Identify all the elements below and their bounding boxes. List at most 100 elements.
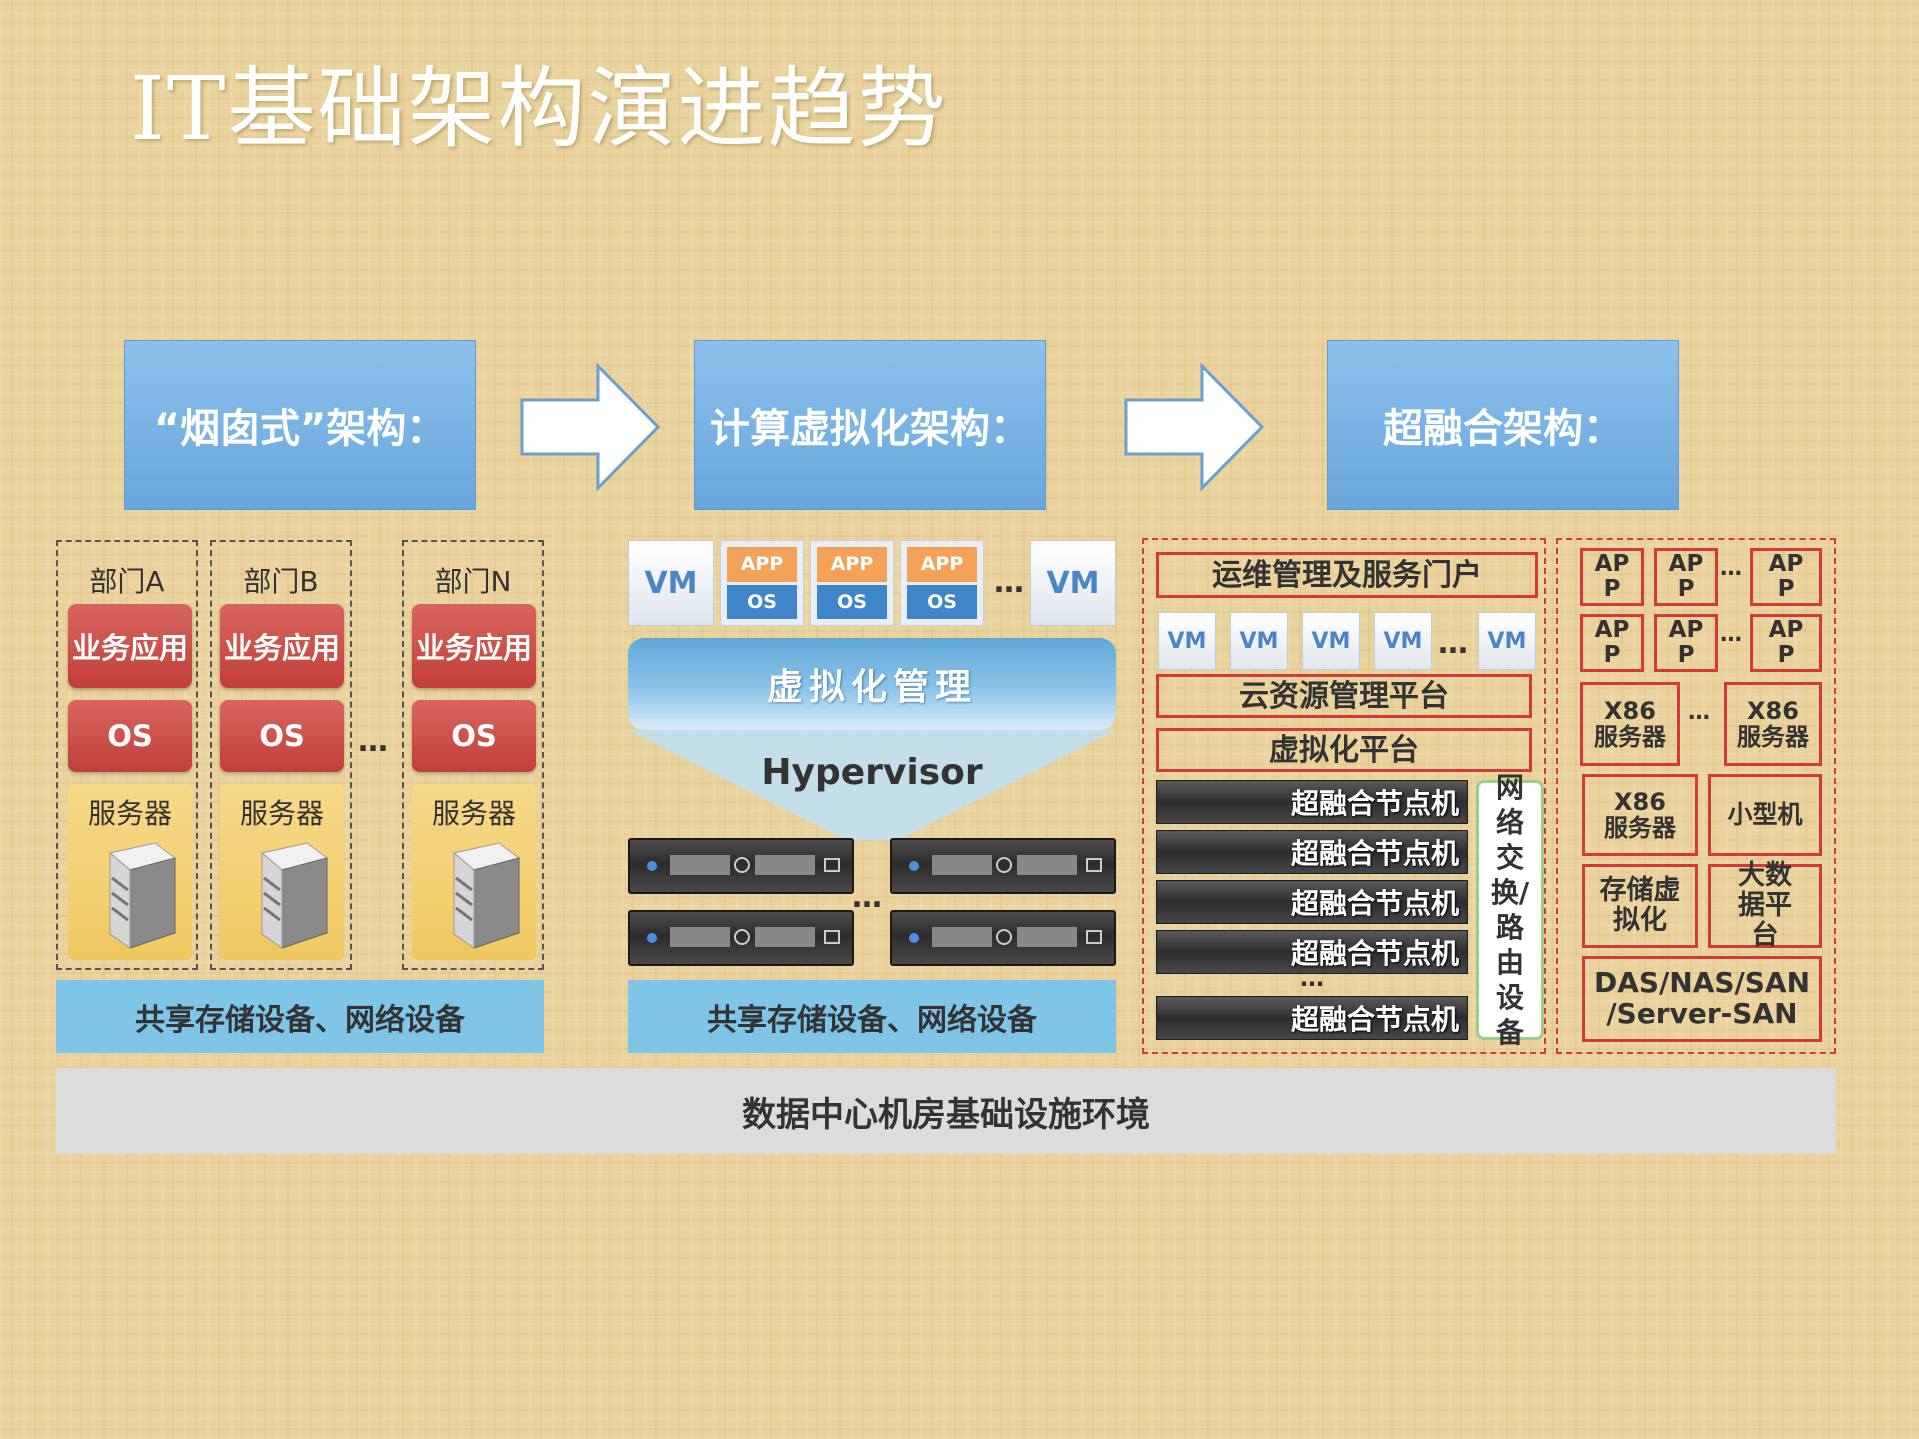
vm-box: VM — [1302, 612, 1360, 670]
server-box: 服务器 — [412, 784, 536, 960]
app-label: APP — [907, 547, 977, 582]
department-label: 部门B — [243, 565, 319, 598]
app-label-bottom: P — [1677, 576, 1695, 602]
hyperconverged-header: 超融合架构： — [1327, 340, 1679, 510]
os-label: OS — [727, 584, 797, 619]
ellipsis: … — [1720, 556, 1743, 581]
hyperconverged-node: 超融合节点机 — [1156, 996, 1468, 1040]
bigdata-platform-box: 大数据平台 — [1708, 861, 1822, 950]
rack-server — [890, 910, 1116, 966]
x86-label: X86 — [1747, 696, 1799, 725]
storage-protocol-box: DAS/NAS/SAN/Server-SAN — [1582, 956, 1822, 1042]
app-label-top: AP — [1768, 616, 1804, 643]
app-os-box: APP OS — [720, 540, 804, 626]
app-label: APP — [817, 547, 887, 582]
rack-server — [890, 838, 1116, 894]
hyperconverged-node: 超融合节点机 — [1156, 930, 1468, 974]
compute-virtualization-header: 计算虚拟化架构： — [694, 340, 1046, 510]
app-label-top: AP — [1594, 550, 1630, 577]
virtualization-platform: 虚拟化平台 — [1156, 728, 1532, 772]
app-label-top: AP — [1594, 616, 1630, 643]
hyperconverged-node: 超融合节点机 — [1156, 780, 1468, 824]
app-label-top: AP — [1768, 550, 1804, 577]
vm-box: VM — [1230, 612, 1288, 670]
app-label-bottom: P — [1777, 642, 1795, 668]
rack-server — [628, 910, 854, 966]
business-app-box: 业务应用 — [220, 604, 344, 688]
ellipsis: … — [1300, 964, 1325, 992]
ellipsis: … — [852, 880, 883, 915]
server-icon — [452, 842, 521, 949]
app-label-bottom: P — [1677, 642, 1695, 668]
vm-box: VM — [628, 540, 714, 626]
department-group — [210, 540, 352, 970]
ellipsis: … — [358, 724, 389, 759]
app-os-box: APP OS — [810, 540, 894, 626]
os-label: OS — [907, 584, 977, 619]
server-label: 服务器 — [87, 797, 172, 830]
chimney-architecture-header: “烟囱式”架构： — [124, 340, 476, 510]
server-icon — [108, 842, 177, 949]
shared-storage-network-bar: 共享存储设备、网络设备 — [56, 980, 544, 1053]
department-label: 部门A — [89, 565, 165, 598]
os-label: OS — [817, 584, 887, 619]
department-group — [402, 540, 544, 970]
right-arrow-icon — [1124, 362, 1266, 492]
storage-protocol-line: /Server-SAN — [1606, 997, 1798, 1030]
ops-service-portal: 运维管理及服务门户 — [1156, 552, 1538, 598]
ellipsis: … — [1688, 700, 1711, 725]
app-label: APP — [727, 547, 797, 582]
ellipsis: … — [994, 565, 1025, 600]
server-box: 服务器 — [220, 784, 344, 960]
minicomputer-box: 小型机 — [1708, 774, 1822, 856]
vm-box: VM — [1374, 612, 1432, 670]
virtualization-management-bar: 虚拟化管理 — [628, 638, 1116, 730]
app-label-bottom: P — [1777, 576, 1795, 602]
hyperconverged-node: 超融合节点机 — [1156, 880, 1468, 924]
cloud-resource-platform: 云资源管理平台 — [1156, 674, 1532, 718]
storage-virtualization-box: 存储虚拟化 — [1582, 864, 1698, 948]
app-os-box: APP OS — [900, 540, 984, 626]
shared-storage-network-bar: 共享存储设备、网络设备 — [628, 980, 1116, 1053]
server-label: 服务器 — [1594, 723, 1666, 751]
datacenter-infrastructure-bar: 数据中心机房基础设施环境 — [56, 1068, 1836, 1154]
os-box: OS — [220, 700, 344, 772]
vm-box: VM — [1158, 612, 1216, 670]
app-label-top: AP — [1668, 616, 1704, 643]
ellipsis: … — [1720, 622, 1743, 647]
department-group — [56, 540, 198, 970]
storage-protocol-line: DAS/NAS/SAN — [1593, 966, 1811, 1000]
app-label-bottom: P — [1603, 642, 1621, 668]
hyperconverged-left-group — [1142, 538, 1546, 1054]
server-box: 服务器 — [68, 784, 192, 960]
page-title: IT基础架构演进趋势 — [130, 57, 948, 160]
app-label-top: AP — [1668, 550, 1704, 577]
server-label: 服务器 — [1737, 723, 1809, 751]
server-icon — [260, 842, 329, 949]
business-app-box: 业务应用 — [68, 604, 192, 688]
x86-label: X86 — [1614, 787, 1666, 816]
vm-box: VM — [1478, 612, 1536, 670]
server-label: 服务器 — [431, 797, 516, 830]
vm-box: VM — [1030, 540, 1116, 626]
hypervisor-funnel — [628, 730, 1116, 840]
rack-server — [628, 838, 854, 894]
os-box: OS — [68, 700, 192, 772]
hyperconverged-right-group — [1556, 538, 1836, 1054]
app-label-bottom: P — [1603, 576, 1621, 602]
right-arrow-icon — [520, 362, 662, 492]
hyperconverged-node: 超融合节点机 — [1156, 830, 1468, 874]
server-label: 服务器 — [1604, 814, 1676, 842]
ellipsis: … — [1438, 626, 1469, 661]
hypervisor-label: Hypervisor — [761, 752, 983, 793]
network-switch-router: 网络交换/路由设备 — [1476, 771, 1544, 1049]
x86-label: X86 — [1604, 696, 1656, 725]
